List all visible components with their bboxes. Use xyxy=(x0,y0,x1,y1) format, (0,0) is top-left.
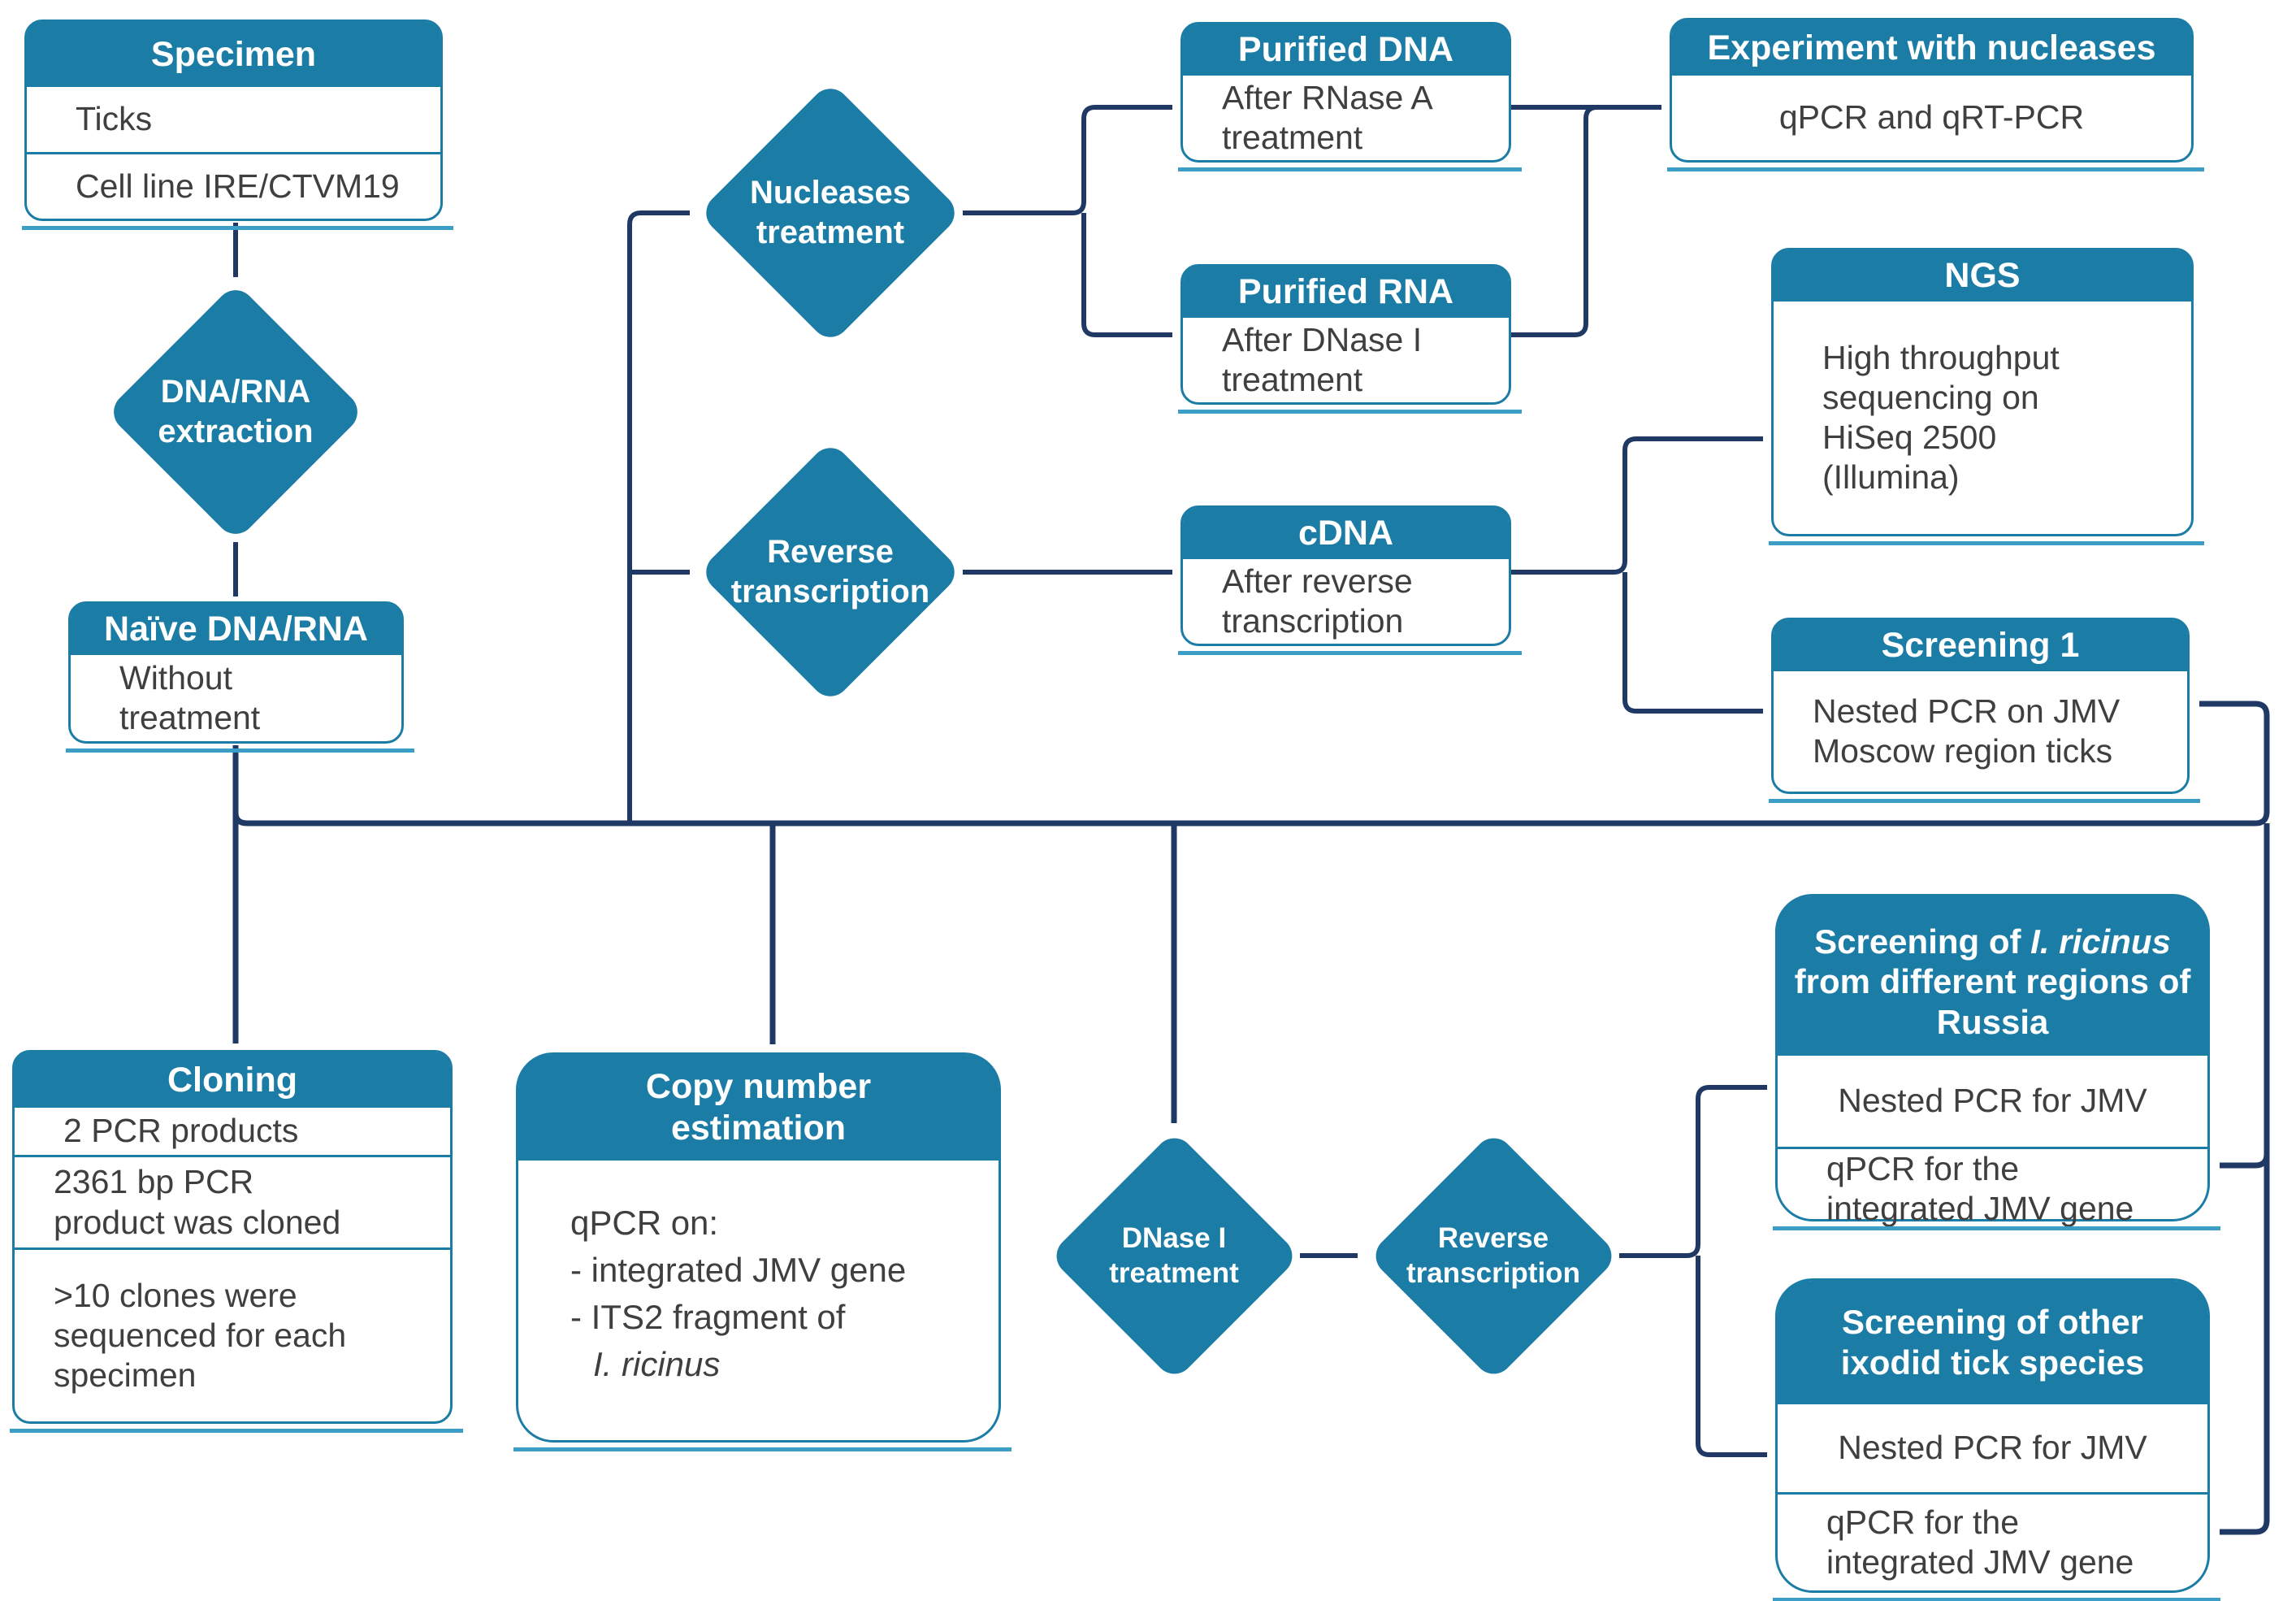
riser-to-nucleases xyxy=(627,210,690,823)
feedback-to-ricinus-qpcr xyxy=(2220,823,2270,1169)
header-suffix: from different regions of Russia xyxy=(1794,962,2191,1041)
naive-box: Naïve DNA/RNA Without treatment xyxy=(66,601,414,753)
cloning-row-products: 2 PCR products xyxy=(63,1112,299,1150)
screening-other-box: Screening of other ixodid tick species N… xyxy=(1773,1278,2220,1601)
cdna-box: cDNA After reverse transcription xyxy=(1178,505,1522,655)
cdna-header: cDNA xyxy=(1183,508,1509,559)
cdna-to-screening1 xyxy=(1622,572,1763,714)
purified-rna-body: After DNase I treatment xyxy=(1222,320,1423,398)
purified-dna-body: After RNase A treatment xyxy=(1222,78,1433,156)
box-shadow-line xyxy=(1769,541,2204,545)
screening-ricinus-header: Screening of I. ricinus from different r… xyxy=(1778,896,2207,1056)
experiment-body: qPCR and qRT-PCR xyxy=(1778,98,2085,137)
nucleases-to-purified-rna xyxy=(1081,213,1172,337)
nucleases-to-purified-dna xyxy=(963,105,1172,215)
cloning-box: Cloning 2 PCR products 2361 bp PCR produ… xyxy=(10,1050,463,1433)
extraction-label: DNA/RNA extraction xyxy=(158,374,314,449)
feedback-to-other-qpcr xyxy=(2220,823,2270,1535)
box-shadow-line xyxy=(1769,799,2200,803)
specimen-row-ticks: Ticks xyxy=(76,100,153,138)
purified-rna-box: Purified RNA After DNase I treatment xyxy=(1178,264,1522,414)
purified-rna-header: Purified RNA xyxy=(1183,267,1509,318)
cdna-to-ngs xyxy=(1511,436,1763,575)
screening-ricinus-box: Screening of I. ricinus from different r… xyxy=(1773,894,2220,1230)
header-prefix: Screening of xyxy=(1814,922,2031,961)
box-shadow-line xyxy=(1667,167,2204,171)
screening-other-row-nested: Nested PCR for JMV xyxy=(1838,1429,2147,1467)
box-shadow-line xyxy=(1773,1598,2220,1601)
purified-rna-merge-line xyxy=(1511,105,1621,337)
cloning-row-cloned: 2361 bp PCR product was cloned xyxy=(15,1155,450,1247)
screening-other-header: Screening of other ixodid tick species xyxy=(1778,1281,2207,1404)
naive-header: Naïve DNA/RNA xyxy=(71,604,401,655)
cloning-header: Cloning xyxy=(15,1052,450,1108)
screening-other-row-qpcr: qPCR for the integrated JMV gene xyxy=(1778,1492,2207,1590)
copy-number-header: Copy number estimation xyxy=(518,1055,999,1161)
naive-body: Without treatment xyxy=(119,658,261,736)
nucleases-label: Nucleases treatment xyxy=(750,175,911,250)
copy-number-line2: - integrated JMV gene xyxy=(570,1250,907,1289)
reverse2-to-other-nested xyxy=(1696,1256,1767,1457)
header-italic-species: I. ricinus xyxy=(2030,922,2171,961)
screening1-body: Nested PCR on JMV Moscow region ticks xyxy=(1813,692,2121,770)
screening1-header: Screening 1 xyxy=(1774,620,2187,671)
reverse1-label: Reverse transcription xyxy=(730,534,930,610)
ngs-header: NGS xyxy=(1774,250,2191,302)
purified-dna-header: Purified DNA xyxy=(1183,24,1509,76)
box-shadow-line xyxy=(1773,1226,2220,1230)
dnase-label: DNase I treatment xyxy=(1109,1221,1239,1289)
reverse2-label: Reverse transcription xyxy=(1406,1221,1580,1289)
screening1-box: Screening 1 Nested PCR on JMV Moscow reg… xyxy=(1769,618,2200,803)
copy-number-italic-species: I. ricinus xyxy=(593,1344,721,1383)
copy-number-line3: - ITS2 fragment of xyxy=(570,1297,846,1336)
copy-number-body: qPCR on: - integrated JMV gene - ITS2 fr… xyxy=(518,1161,999,1388)
reverse2-to-ricinus-nested xyxy=(1619,1085,1767,1258)
specimen-header: Specimen xyxy=(27,22,440,87)
specimen-row-cellline: Cell line IRE/CTVM19 xyxy=(27,151,440,219)
experiment-box: Experiment with nucleases qPCR and qRT-P… xyxy=(1667,18,2204,171)
box-shadow-line xyxy=(1178,651,1522,655)
copy-number-box: Copy number estimation qPCR on: - integr… xyxy=(513,1052,1012,1451)
screening-ricinus-header-text: Screening of I. ricinus from different r… xyxy=(1791,922,2194,1043)
box-shadow-line xyxy=(10,1429,463,1433)
screening-ricinus-row-nested: Nested PCR for JMV xyxy=(1838,1082,2147,1120)
ngs-box: NGS High throughput sequencing on HiSeq … xyxy=(1769,248,2204,545)
box-shadow-line xyxy=(22,226,453,230)
screening-ricinus-row-qpcr: qPCR for the integrated JMV gene xyxy=(1778,1147,2207,1229)
box-shadow-line xyxy=(1178,167,1522,171)
purified-dna-box: Purified DNA After RNase A treatment xyxy=(1178,22,1522,171)
copy-number-line1: qPCR on: xyxy=(570,1204,719,1242)
cdna-body: After reverse transcription xyxy=(1222,562,1413,640)
cloning-row-clones: >10 clones were sequenced for each speci… xyxy=(15,1247,450,1421)
ngs-body: High throughput sequencing on HiSeq 2500… xyxy=(1822,338,2060,497)
trunk-and-feedback-to-screening1 xyxy=(232,701,2270,827)
box-shadow-line xyxy=(1178,410,1522,414)
box-shadow-line xyxy=(66,748,414,753)
specimen-box: Specimen Ticks Cell line IRE/CTVM19 xyxy=(22,20,453,230)
box-shadow-line xyxy=(513,1447,1012,1451)
experiment-header: Experiment with nucleases xyxy=(1672,20,2191,76)
